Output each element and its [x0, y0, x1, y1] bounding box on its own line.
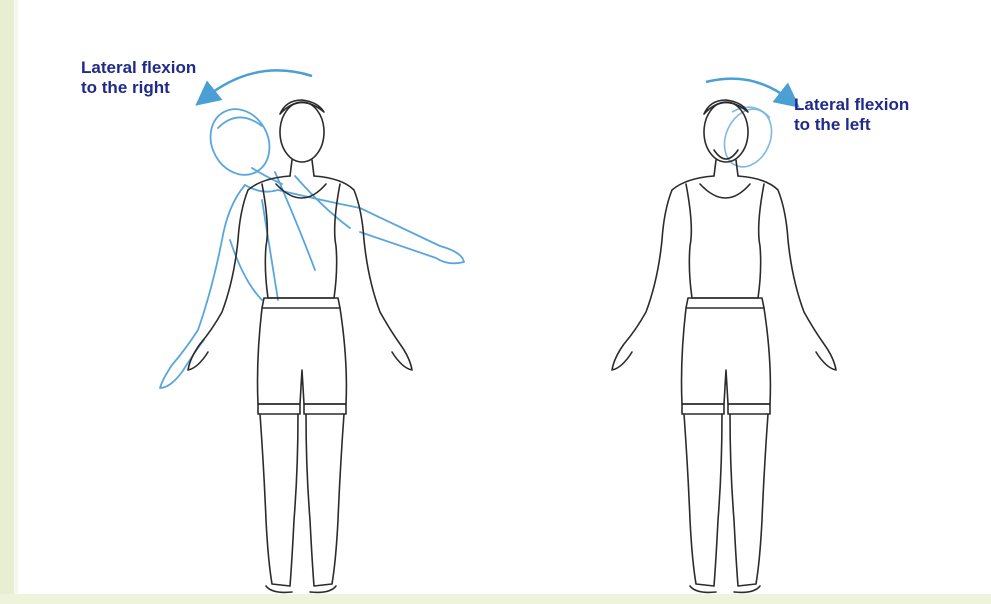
ghost-figure-tilted [160, 99, 464, 388]
caption-lateral-flexion-left: Lateral flexion to the left [794, 95, 909, 135]
caption-right-line1: Lateral flexion [81, 58, 196, 78]
caption-left-line1: Lateral flexion [794, 95, 909, 115]
body-figure-upright-left [188, 100, 412, 592]
ghost-head [199, 99, 280, 185]
motion-arrow-right [205, 70, 312, 98]
motion-arrow-left [706, 79, 790, 100]
head [280, 102, 324, 162]
figure-left-flexion [612, 79, 836, 593]
caption-left-line2: to the left [794, 115, 909, 135]
caption-lateral-flexion-right: Lateral flexion to the right [81, 58, 196, 98]
body-figure-upright-right [612, 100, 836, 592]
caption-right-line2: to the right [81, 78, 196, 98]
figure-right-flexion [160, 70, 464, 592]
